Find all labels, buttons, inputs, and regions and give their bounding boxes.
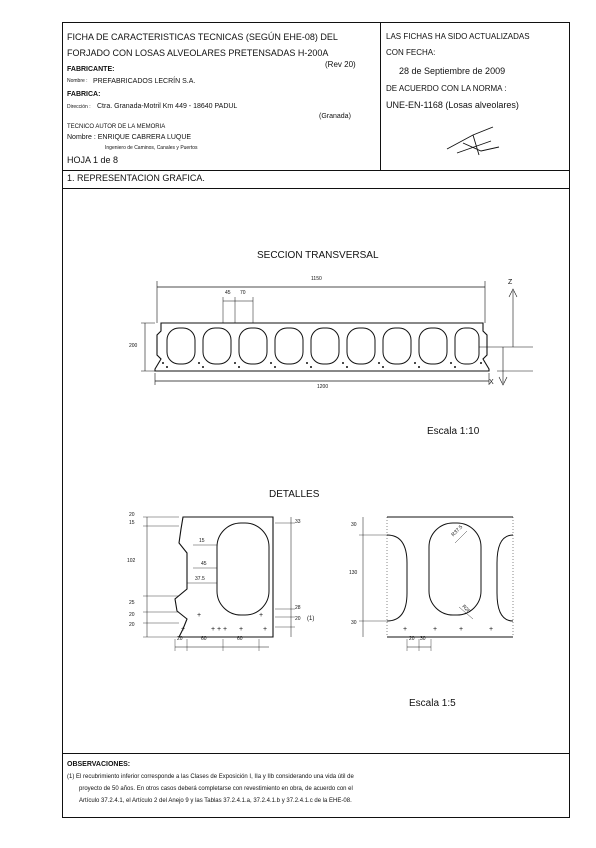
dim-bottom-20: 20: [177, 636, 183, 642]
dim-70: 70: [240, 290, 246, 296]
signature-image: [446, 126, 500, 156]
observaciones-line-1: (1) El recubrimiento inferior correspond…: [67, 774, 354, 780]
norma: UNE-EN-1168 (Losas alveolares): [386, 100, 519, 110]
update-line-3: DE ACUERDO CON LA NORMA :: [386, 84, 507, 93]
svg-text:+: +: [223, 626, 227, 633]
svg-text:+: +: [489, 626, 493, 633]
svg-text:+: +: [211, 626, 215, 633]
svg-text:+: +: [433, 626, 437, 633]
svg-text:+: +: [197, 612, 201, 619]
header: FICHA DE CARACTERISTICAS TECNICAS (SEGÚN…: [63, 23, 569, 171]
svg-text:+: +: [181, 626, 185, 633]
dim-left-15: 15: [129, 520, 135, 526]
svg-text:+: +: [403, 626, 407, 633]
dim-inner-37: 37.5: [195, 576, 205, 582]
svg-text:+: +: [459, 626, 463, 633]
direccion-label: Dirección :: [67, 104, 91, 110]
dim-left-102: 102: [127, 558, 136, 564]
dim-rd-bottom-20: 20: [409, 636, 415, 642]
hoja: HOJA 1 de 8: [67, 155, 119, 165]
tecnico-titulo: Ingeniero de Caminos, Canales y Puertos: [105, 145, 198, 151]
tecnico-label: TECNICO AUTOR DE LA MEMORIA: [67, 124, 166, 130]
strands: [162, 362, 482, 368]
svg-text:+: +: [217, 626, 221, 633]
update-line-2: CON FECHA:: [386, 48, 436, 57]
title-line-1: FICHA DE CARACTERISTICAS TECNICAS (SEGÚN…: [67, 32, 338, 42]
dim-45: 45: [225, 290, 231, 296]
dim-inner-45: 45: [201, 561, 207, 567]
fabrica-label: FABRICA:: [67, 91, 101, 98]
nombre-value: PREFABRICADOS LECRÍN S.A.: [93, 78, 196, 85]
observaciones-title: OBSERVACIONES:: [67, 761, 131, 768]
axis-x: X: [489, 379, 494, 386]
update-date: 28 de Septiembre de 2009: [399, 66, 506, 76]
dim-bottom-60b: 60: [237, 636, 243, 642]
fabricante-label: FABRICANTE:: [67, 66, 115, 73]
section-1-bar: 1. REPRESENTACION GRAFICA.: [63, 170, 569, 189]
observaciones-line-3: Artículo 37.2.4.1, el Artículo 2 del Ane…: [79, 798, 352, 804]
dim-top: 1150: [311, 276, 322, 282]
sheet: FICHA DE CARACTERISTICAS TECNICAS (SEGÚN…: [62, 22, 570, 818]
dim-inner-15: 15: [199, 538, 205, 544]
svg-text:+: +: [263, 626, 267, 633]
section-1-title: 1. REPRESENTACION GRAFICA.: [67, 173, 205, 183]
header-left: FICHA DE CARACTERISTICAS TECNICAS (SEGÚN…: [63, 23, 381, 170]
title-line-2: FORJADO CON LOSAS ALVEOLARES PRETENSADAS…: [67, 48, 329, 58]
dim-left-20c: 20: [129, 622, 135, 628]
dim-right-33: 33: [295, 519, 301, 525]
svg-text:+: +: [259, 612, 263, 619]
dim-height: 200: [129, 343, 138, 349]
direccion-city: (Granada): [319, 113, 351, 120]
cross-section-drawing: [141, 281, 533, 386]
dim-left-25: 25: [129, 600, 135, 606]
dim-rd-130: 130: [349, 570, 358, 576]
svg-text:+: +: [239, 626, 243, 633]
update-line-1: LAS FICHAS HA SIDO ACTUALIZADAS: [386, 32, 530, 41]
note-ref: (1): [307, 616, 315, 622]
revision: (Rev 20): [325, 60, 356, 69]
direccion-value: Ctra. Granada-Motril Km 449 - 18640 PADU…: [97, 103, 238, 110]
cores: [166, 327, 480, 365]
dim-rd-30a: 30: [351, 522, 357, 528]
dim-right-20: 20: [295, 616, 301, 622]
scale-details: Escala 1:5: [409, 698, 456, 709]
dim-left-20b: 20: [129, 612, 135, 618]
dim-left-20a: 20: [129, 512, 135, 518]
observaciones-box: OBSERVACIONES: (1) El recubrimiento infe…: [63, 753, 569, 818]
dim-bottom: 1200: [317, 384, 329, 390]
observaciones-line-2: proyecto de 50 años. En otros casos debe…: [79, 786, 353, 792]
details-drawing: ++++ ++++ ++++: [143, 516, 514, 651]
dim-rd-bottom-30: 30: [420, 636, 426, 642]
dim-bottom-60a: 60: [201, 636, 207, 642]
dim-rd-30b: 30: [351, 620, 357, 626]
axis-z: Z: [508, 279, 513, 286]
details-title: DETALLES: [269, 489, 320, 500]
nombre-label: Nombre :: [67, 78, 88, 84]
tecnico-nombre: Nombre : ENRIQUE CABRERA LUQUE: [67, 134, 192, 141]
dim-right-28: 28: [295, 605, 301, 611]
scale-cross-section: Escala 1:10: [427, 426, 480, 437]
cross-section-title: SECCION TRANSVERSAL: [257, 250, 379, 261]
